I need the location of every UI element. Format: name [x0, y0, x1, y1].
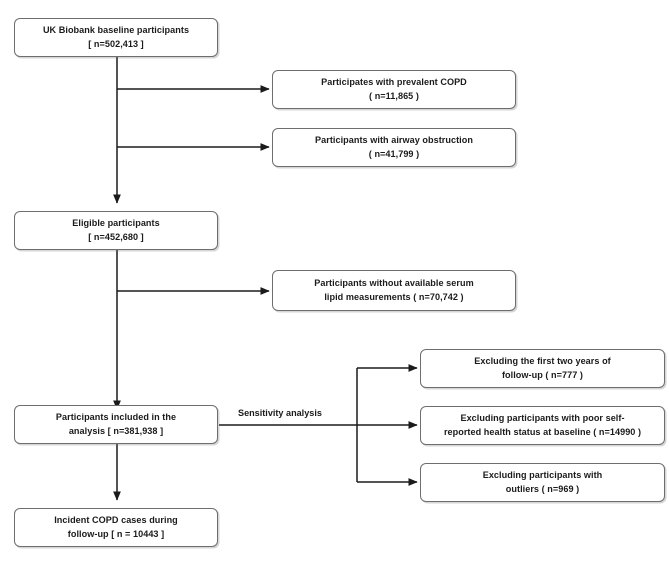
node-exclude-no-lipid-measurements: Participants without available serum lip… [272, 270, 516, 311]
node-exclude-no-lipid-measurements-label: Participants without available serum lip… [314, 278, 474, 302]
node-eligible-participants: Eligible participants [ n=452,680 ] [14, 211, 218, 250]
node-sensitivity-exclude-first-two-years: Excluding the first two years of follow-… [420, 349, 665, 388]
node-baseline-participants: UK Biobank baseline participants [ n=502… [14, 18, 218, 57]
node-sensitivity-exclude-poor-self-reported-health: Excluding participants with poor self- r… [420, 406, 665, 445]
node-exclude-prevalent-copd-label: Participates with prevalent COPD ( n=11,… [321, 77, 467, 101]
node-sensitivity-exclude-poor-self-reported-health-label: Excluding participants with poor self- r… [443, 413, 642, 437]
node-analysis-population: Participants included in the analysis [ … [14, 405, 218, 444]
node-incident-copd-cases: Incident COPD cases during follow-up [ n… [14, 508, 218, 547]
node-eligible-participants-label: Eligible participants [ n=452,680 ] [72, 218, 160, 242]
node-exclude-airway-obstruction-label: Participants with airway obstruction ( n… [315, 135, 473, 159]
edge-label-sensitivity-analysis: Sensitivity analysis [238, 408, 322, 418]
node-sensitivity-exclude-outliers: Excluding participants with outliers ( n… [420, 463, 665, 502]
node-exclude-prevalent-copd: Participates with prevalent COPD ( n=11,… [272, 70, 516, 109]
node-baseline-participants-label: UK Biobank baseline participants [ n=502… [42, 25, 190, 49]
node-exclude-airway-obstruction: Participants with airway obstruction ( n… [272, 128, 516, 167]
node-sensitivity-exclude-outliers-label: Excluding participants with outliers ( n… [482, 470, 603, 494]
node-sensitivity-exclude-first-two-years-label: Excluding the first two years of follow-… [474, 356, 611, 380]
node-analysis-population-label: Participants included in the analysis [ … [55, 412, 177, 436]
node-incident-copd-cases-label: Incident COPD cases during follow-up [ n… [54, 515, 178, 539]
